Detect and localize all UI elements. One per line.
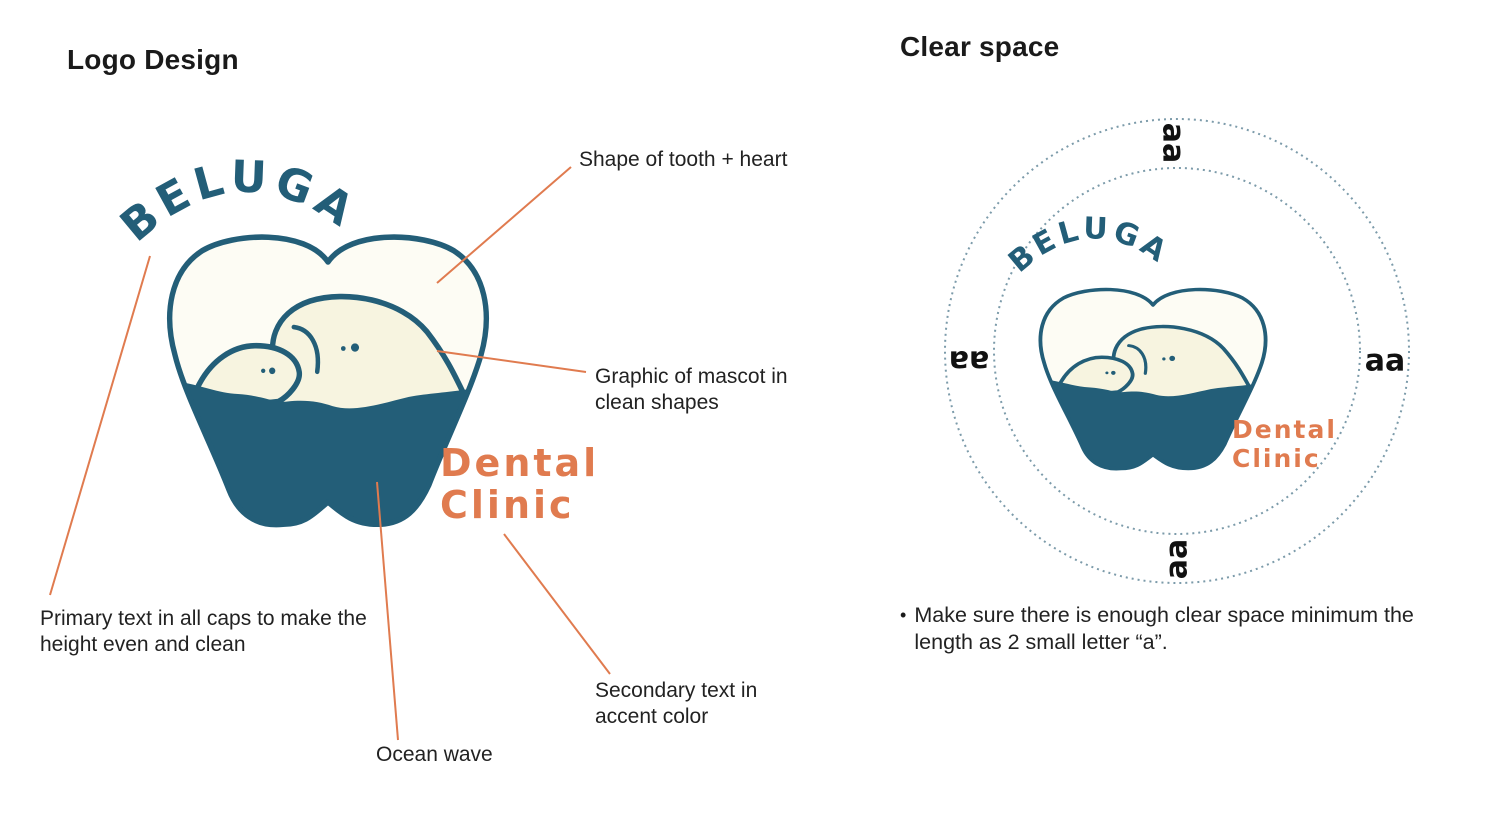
outer-clear-space-circle bbox=[944, 118, 1410, 584]
tooth-heart-label: Shape of tooth + heart bbox=[579, 148, 788, 171]
leader-ocean-wave bbox=[376, 481, 399, 741]
clinic-text: Clinic bbox=[440, 483, 575, 527]
clear-space-diagram: BELUGA Dental Clinic aa aa aa aa bbox=[944, 118, 1410, 584]
leader-lines bbox=[49, 166, 611, 741]
inner-clear-space-circle bbox=[993, 167, 1361, 535]
svg-text:BELUGA: BELUGA bbox=[1002, 211, 1176, 280]
small-beluga-text: BELUGA bbox=[1002, 211, 1172, 280]
small-clinic-text: Clinic bbox=[1232, 444, 1321, 473]
clear-space-unit-left: aa bbox=[949, 344, 990, 379]
primary-text-label: Primary text in all caps to make the hei… bbox=[40, 607, 367, 656]
leader-primary-text bbox=[49, 255, 151, 596]
logo-design-heading: Logo Design bbox=[67, 44, 239, 75]
clear-space-unit-bottom: aa bbox=[1160, 539, 1195, 580]
leader-tooth-heart bbox=[436, 166, 572, 284]
leader-mascot bbox=[436, 350, 587, 373]
bullet-icon: • bbox=[900, 605, 907, 625]
clear-space-note-text: Make sure there is enough clear space mi… bbox=[914, 603, 1414, 654]
clear-space-note: • Make sure there is enough clear space … bbox=[900, 602, 1460, 656]
small-beluga-wordmark: BELUGA bbox=[1002, 211, 1176, 280]
clear-space-heading: Clear space bbox=[900, 31, 1060, 62]
ocean-wave-label: Ocean wave bbox=[376, 743, 493, 766]
dental-text: Dental bbox=[440, 441, 599, 485]
small-dental-text: Dental bbox=[1232, 415, 1337, 444]
main-logo: BELUGA Dental Clinic bbox=[111, 151, 599, 559]
mascot-label: Graphic of mascot in clean shapes bbox=[595, 365, 788, 414]
clear-space-unit-top: aa bbox=[1156, 123, 1191, 164]
clear-space-unit-right: aa bbox=[1365, 344, 1406, 379]
leader-secondary-text bbox=[503, 533, 611, 675]
secondary-text-label: Secondary text in accent color bbox=[595, 679, 758, 728]
